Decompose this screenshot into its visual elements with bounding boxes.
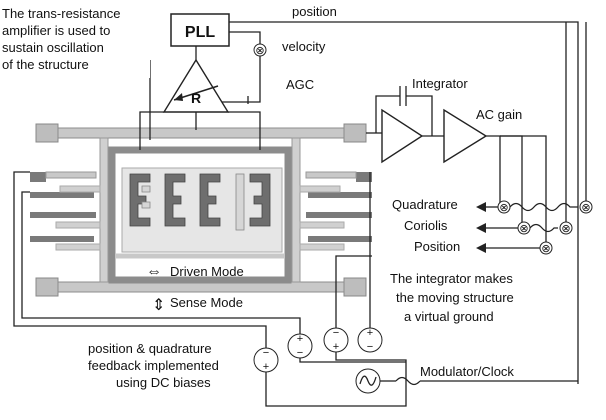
note-integrator-ground: The integrator makes the moving structur… — [390, 271, 514, 324]
svg-text:feedback implemented: feedback implemented — [88, 358, 219, 373]
quadrature-label: Quadrature — [392, 197, 458, 212]
driven-mode-label: Driven Mode — [170, 264, 244, 279]
left-sense-combs — [30, 171, 101, 251]
svg-text:The trans-resistance: The trans-resistance — [2, 6, 121, 21]
bias-wires — [13, 171, 578, 407]
svg-text:+: + — [333, 341, 339, 353]
spring-left — [99, 137, 109, 283]
right-sense-combs — [299, 171, 372, 251]
svg-text:⊗: ⊗ — [561, 223, 570, 235]
note-dc-bias: position & quadrature feedback implement… — [88, 341, 219, 390]
anchor-top-left — [35, 123, 59, 143]
integrator-amplifier — [381, 108, 424, 164]
anchor-top-right — [343, 123, 367, 143]
anchor-bottom-left — [35, 277, 59, 297]
agc-label: AGC — [286, 77, 314, 92]
sense-mode-arrow: ⇕ — [152, 297, 165, 314]
position-arrow — [476, 243, 486, 253]
position-top-label: position — [292, 4, 337, 19]
spring-right — [291, 137, 301, 283]
pll-wires — [139, 21, 579, 384]
integrator-label: Integrator — [412, 76, 468, 91]
svg-text:⊗: ⊗ — [541, 243, 550, 255]
svg-text:position & quadrature: position & quadrature — [88, 341, 212, 356]
drive-comb-fingers — [129, 173, 271, 227]
svg-text:+: + — [263, 361, 269, 373]
velocity-label: velocity — [282, 39, 326, 54]
svg-text:the moving structure: the moving structure — [396, 290, 514, 305]
svg-text:⊗: ⊗ — [499, 202, 508, 214]
integrator-wires — [366, 86, 547, 246]
output-wires — [484, 22, 587, 249]
svg-text:sustain oscillation: sustain oscillation — [2, 40, 104, 55]
driven-mode-arrow: ⇔ — [146, 263, 162, 280]
sense-mode-label: Sense Mode — [170, 295, 243, 310]
svg-text:⊗: ⊗ — [581, 202, 590, 214]
pll-label: PLL — [185, 24, 215, 41]
position-out-label: Position — [414, 239, 460, 254]
svg-text:⊗: ⊗ — [519, 223, 528, 235]
svg-text:−: − — [297, 347, 303, 359]
svg-text:−: − — [367, 341, 373, 353]
pll-block — [170, 13, 230, 47]
modulator-clock-label: Modulator/Clock — [420, 364, 514, 379]
anchor-bottom-right — [343, 277, 367, 297]
note-trans-resistance: The trans-resistance amplifier is used t… — [0, 0, 150, 78]
amplifier-label: R — [191, 90, 201, 106]
ac-gain-label: AC gain — [476, 107, 522, 122]
mems-structure — [30, 123, 372, 297]
svg-text:of the structure: of the structure — [2, 57, 89, 72]
velocity-mixer-symbol: ⊗ — [255, 45, 264, 57]
svg-text:−: − — [263, 347, 269, 359]
svg-text:−: − — [333, 327, 339, 339]
drive-comb-stators — [141, 173, 245, 231]
coriolis-label: Coriolis — [404, 218, 448, 233]
svg-text:using DC biases: using DC biases — [116, 375, 211, 390]
coriolis-arrow — [476, 223, 486, 233]
svg-text:a virtual ground: a virtual ground — [404, 309, 494, 324]
quadrature-arrow — [476, 202, 486, 212]
top-suspension-beam — [57, 127, 345, 139]
svg-text:+: + — [367, 327, 373, 339]
svg-text:amplifier is used to: amplifier is used to — [2, 23, 110, 38]
output-mixers: ⊗ ⊗ ⊗ ⊗ ⊗ — [497, 200, 593, 255]
amplifier-arrow-head — [174, 93, 183, 101]
svg-text:+: + — [297, 333, 303, 345]
svg-text:The integrator makes: The integrator makes — [390, 271, 513, 286]
